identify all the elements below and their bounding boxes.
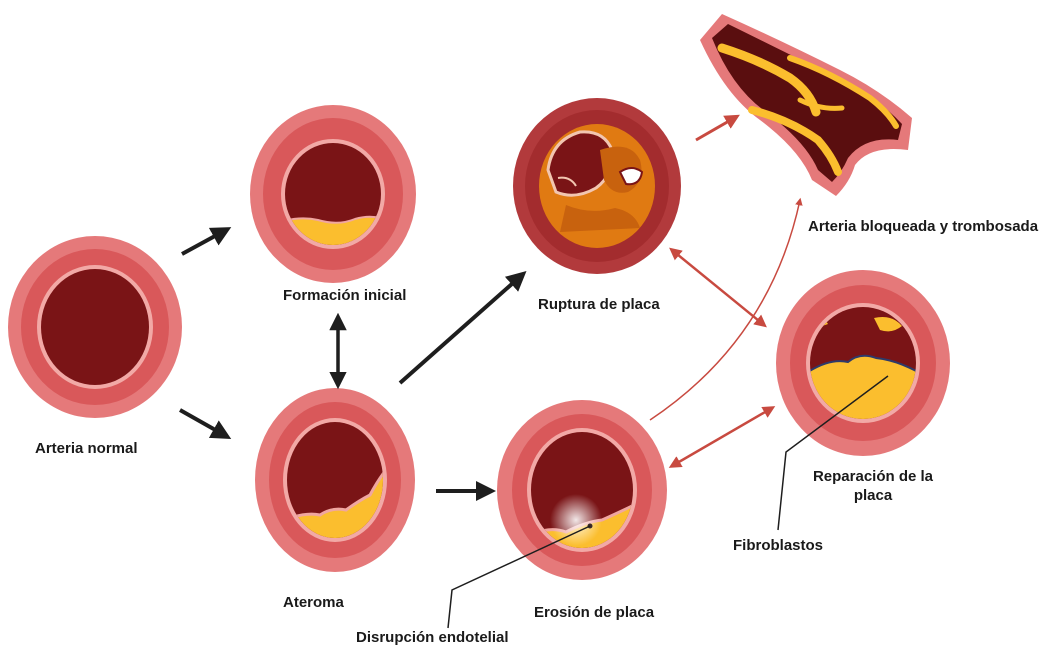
- plaque-repair-artery: [776, 270, 950, 456]
- label-initial-formation: Formación inicial: [283, 286, 406, 305]
- arrow-normal-to-initial: [182, 230, 226, 254]
- normal-artery: [8, 236, 182, 418]
- arrow-atheroma-to-rupture: [400, 275, 522, 383]
- label-plaque-erosion: Erosión de placa: [534, 603, 654, 622]
- label-atheroma: Ateroma: [283, 593, 344, 612]
- arrow-normal-to-atheroma: [180, 410, 226, 436]
- arrow-rupture-to-blocked: [696, 117, 736, 140]
- label-plaque-repair: Reparación de la placa: [800, 467, 946, 505]
- plaque-rupture-artery: [513, 98, 681, 274]
- arrow-rupture-repair-bidirectional: [672, 250, 764, 325]
- arrow-erosion-to-blocked-curve: [650, 200, 800, 420]
- label-endothelial-disruption: Disrupción endotelial: [356, 628, 509, 647]
- arrow-erosion-repair-bidirectional: [672, 408, 772, 466]
- plaque-erosion-artery: [497, 400, 667, 580]
- label-plaque-repair-line2: placa: [800, 486, 946, 505]
- label-blocked-artery: Arteria bloqueada y trombosada: [808, 217, 1038, 236]
- blocked-thrombosed-artery: [700, 14, 912, 196]
- label-fibroblasts: Fibroblastos: [733, 536, 823, 555]
- label-plaque-repair-line1: Reparación de la: [800, 467, 946, 486]
- atheroma-artery: [255, 388, 415, 572]
- label-plaque-rupture: Ruptura de placa: [538, 295, 660, 314]
- label-normal-artery: Arteria normal: [35, 439, 138, 458]
- initial-formation-artery: [250, 105, 416, 283]
